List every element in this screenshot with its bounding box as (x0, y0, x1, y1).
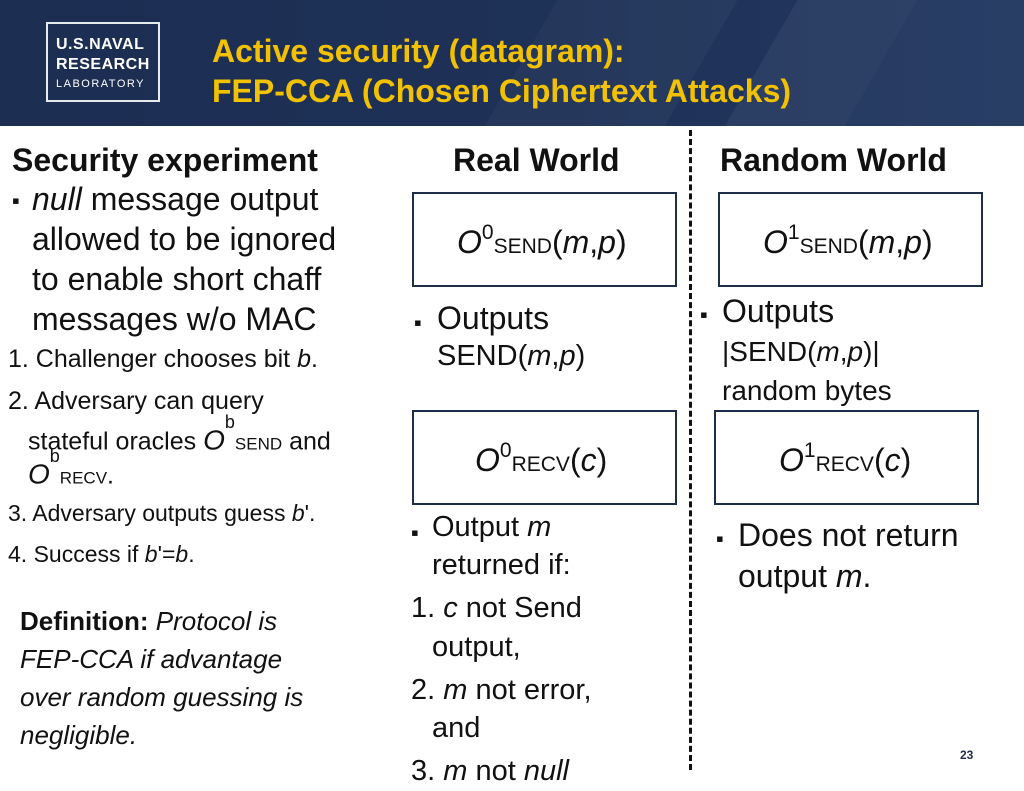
bullet-marker: ▪ (700, 302, 708, 327)
random-send-note-line-1: Outputs (722, 293, 835, 329)
logo-line-3: LABORATORY (56, 78, 145, 90)
definition-line-4: negligible. (20, 720, 138, 750)
real-recv-note-line-7: 3. m not null (411, 755, 570, 787)
bullet-marker: ▪ (716, 526, 724, 551)
real-recv-note-line-6: and (432, 712, 481, 744)
step-2-line-2: stateful oracles ObSEND and (28, 412, 331, 456)
random-recv-note-line-1: Does not return (738, 517, 959, 553)
real-send-oracle-box: O0SEND(m,p) (412, 192, 677, 287)
page-number: 23 (960, 748, 974, 762)
slide-title-line-1: Active security (datagram): (212, 33, 625, 69)
bullet-marker: ▪ (411, 520, 419, 545)
logo-line-1: U.S.NAVAL (56, 36, 145, 53)
real-recv-note-line-3: 1. c not Send (411, 592, 582, 624)
random-send-oracle-box: O1SEND(m,p) (718, 192, 983, 287)
real-send-note-line-1: Outputs (437, 300, 550, 336)
security-experiment-heading: Security experiment (12, 142, 318, 178)
real-recv-note-line-5: 2. m not error, (411, 674, 592, 706)
real-recv-oracle: O0RECV(c) (475, 439, 608, 478)
step-3: 3. Adversary outputs guess b'. (8, 500, 316, 526)
bullet-line-3: to enable short chaff (32, 261, 322, 297)
step-2-line-1: 2. Adversary can query (8, 387, 264, 415)
step-4: 4. Success if b'=b. (8, 541, 195, 567)
real-recv-note-line-2: returned if: (432, 549, 571, 581)
real-send-oracle: O0SEND(m,p) (457, 221, 627, 260)
bullet-line-2: allowed to be ignored (32, 221, 337, 257)
logo-line-2: RESEARCH (56, 56, 150, 73)
slide-title-line-2: FEP-CCA (Chosen Ciphertext Attacks) (212, 73, 792, 109)
random-recv-oracle-box: O1RECV(c) (714, 410, 979, 505)
real-recv-note-line-4: output, (432, 631, 521, 663)
bullet-line-4: messages w/o MAC (32, 301, 317, 337)
random-send-note-line-2: |SEND(m,p)| (722, 336, 880, 367)
definition-line-2: FEP-CCA if advantage (20, 644, 283, 674)
world-divider (689, 130, 692, 770)
definition-line-3: over random guessing is (20, 682, 304, 712)
real-recv-note-line-1: Output m (432, 511, 552, 543)
random-send-note-line-3: random bytes (722, 375, 892, 406)
step-1: 1. Challenger chooses bit b. (8, 345, 318, 373)
random-world-heading: Random World (720, 142, 947, 178)
real-recv-oracle-box: O0RECV(c) (412, 410, 677, 505)
definition-line-1: Definition: Protocol is (20, 606, 278, 636)
header-banner: U.S.NAVAL RESEARCH LABORATORY Active sec… (0, 0, 1024, 126)
random-recv-note-line-2: output m. (738, 558, 872, 594)
nrl-logo: U.S.NAVAL RESEARCH LABORATORY (46, 22, 160, 102)
random-send-oracle: O1SEND(m,p) (763, 221, 933, 260)
step-2-line-3: ObRECV. (28, 446, 114, 490)
bullet-marker: ▪ (12, 188, 20, 213)
bullet-marker: ▪ (414, 310, 422, 335)
real-send-note-line-2: SEND(m,p) (437, 340, 586, 372)
random-recv-oracle: O1RECV(c) (779, 439, 912, 478)
null-message-line: null message output (32, 181, 319, 217)
real-world-heading: Real World (453, 142, 620, 178)
